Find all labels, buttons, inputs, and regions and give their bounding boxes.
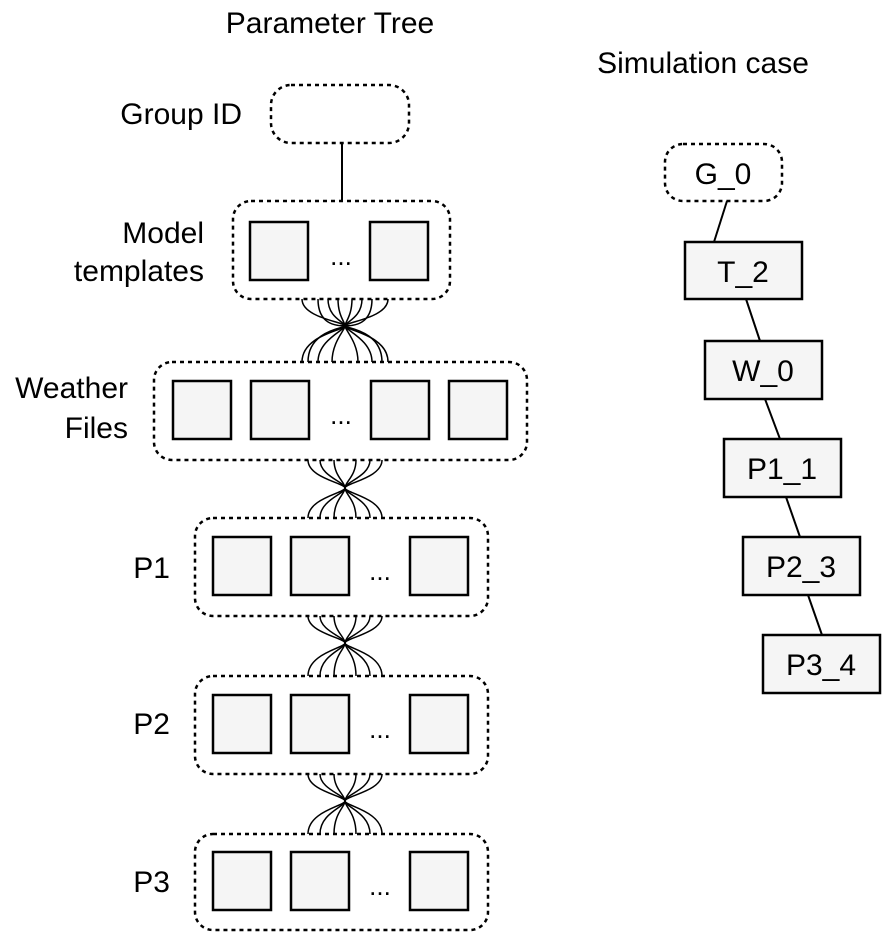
case-node-p2-label: P2_3 xyxy=(766,551,836,584)
p1-cell xyxy=(408,535,470,597)
p1-ellipsis: ... xyxy=(369,556,391,586)
simulation-case-title: Simulation case xyxy=(597,47,809,80)
case-group-box xyxy=(663,142,784,203)
weather-ellipsis: ... xyxy=(330,400,352,430)
p2-label: P2 xyxy=(133,708,170,741)
fan-connector-weather-p1 xyxy=(307,459,383,519)
weather-label-line1: Weather xyxy=(15,372,128,405)
model-template-cell xyxy=(368,220,430,282)
case-connector xyxy=(785,496,801,538)
model-label-line2: templates xyxy=(74,255,204,288)
p3-cell xyxy=(408,850,470,912)
group-id-box xyxy=(269,83,411,145)
fan-connector-p1-p2 xyxy=(307,615,383,677)
case-node-p3-label: P3_4 xyxy=(786,649,856,682)
p3-group xyxy=(193,832,490,932)
case-node-p3 xyxy=(761,633,882,695)
case-node-template xyxy=(683,240,804,301)
p3-label: P3 xyxy=(133,866,170,899)
case-connector xyxy=(745,298,761,342)
p1-group xyxy=(193,516,490,618)
p1-label: P1 xyxy=(133,552,170,585)
weather-file-cell xyxy=(369,379,431,441)
fan-connector-p2-p3 xyxy=(307,773,383,835)
case-node-weather-label: W_0 xyxy=(732,355,794,388)
p1-cell xyxy=(211,535,273,597)
model-template-cell xyxy=(248,220,310,282)
p2-cell xyxy=(289,693,351,755)
p2-cell xyxy=(211,693,273,755)
weather-file-cell xyxy=(249,379,311,441)
p3-cell xyxy=(211,850,273,912)
fan-connector-model-weather xyxy=(301,298,389,363)
case-group-label: G_0 xyxy=(695,158,752,191)
p1-cell xyxy=(289,535,351,597)
weather-files-group xyxy=(152,360,529,462)
case-node-p1-label: P1_1 xyxy=(747,453,817,486)
p3-ellipsis: ... xyxy=(369,871,391,901)
weather-label-line2: Files xyxy=(65,412,128,445)
model-templates-group xyxy=(231,199,452,301)
case-node-p2 xyxy=(741,535,862,597)
case-node-weather xyxy=(703,339,824,401)
case-node-template-label: T_2 xyxy=(717,256,769,289)
case-connector xyxy=(807,594,823,636)
parameter-tree-title: Parameter Tree xyxy=(226,7,434,40)
case-connector xyxy=(713,200,728,243)
p2-cell xyxy=(408,693,470,755)
group-id-label: Group ID xyxy=(120,98,242,131)
model-label-line1: Model xyxy=(122,217,204,250)
p3-cell xyxy=(289,850,351,912)
weather-file-cell xyxy=(447,379,509,441)
p2-ellipsis: ... xyxy=(369,714,391,744)
weather-file-cell xyxy=(171,379,233,441)
p2-group xyxy=(193,674,490,776)
simulation-case-chain: G_0 T_2 W_0 P1_1 P2_3 P3_4 xyxy=(663,142,882,695)
case-node-p1 xyxy=(722,437,843,499)
model-ellipsis: ... xyxy=(330,241,352,271)
case-connector xyxy=(764,398,781,440)
